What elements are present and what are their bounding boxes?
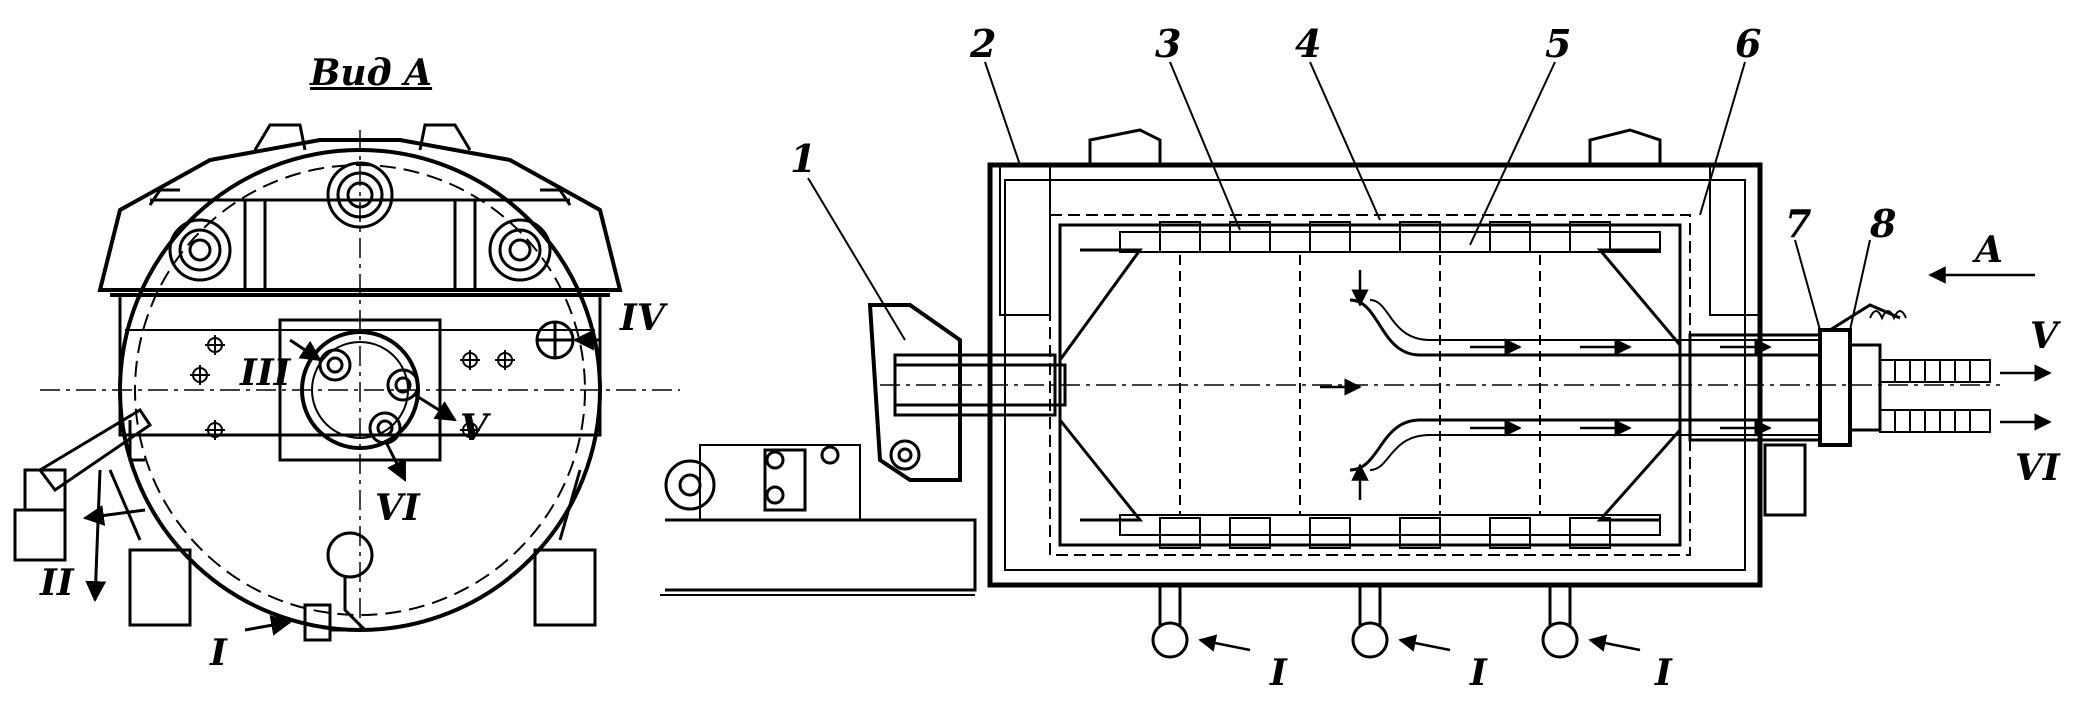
part-7: 7 — [1785, 201, 1812, 246]
label-I-section-3: I — [1655, 652, 1672, 694]
part-1: 1 — [790, 136, 817, 181]
label-V-end: V — [460, 407, 488, 449]
end-view-arrows — [82, 329, 600, 636]
port-III — [318, 348, 352, 382]
left-nozzle — [168, 218, 232, 282]
view-title: Вид A — [310, 52, 433, 94]
label-I-section-1: I — [1270, 652, 1287, 694]
section-view — [660, 128, 2000, 659]
inlet-nozzles — [1151, 585, 1579, 659]
leader-lines — [807, 61, 1871, 341]
right-nozzle — [488, 218, 552, 282]
section-flow-arrows — [1198, 266, 2052, 652]
port-VI — [368, 411, 402, 445]
port-V — [386, 368, 420, 402]
label-IV: IV — [620, 297, 665, 339]
part-5: 5 — [1545, 21, 1572, 66]
label-VI-end: VI — [375, 487, 420, 529]
label-VI-section: VI — [2015, 447, 2060, 489]
end-view — [13, 123, 680, 642]
label-I-section-2: I — [1470, 652, 1487, 694]
label-V-section: V — [2030, 315, 2058, 357]
part-6: 6 — [1735, 21, 1762, 66]
label-III: III — [240, 352, 291, 394]
port-IV — [535, 320, 575, 360]
part-4: 4 — [1295, 21, 1322, 66]
label-I-end: I — [210, 632, 227, 674]
view-arrow-A: A — [1975, 229, 2003, 271]
part-3: 3 — [1155, 21, 1182, 66]
label-II: II — [40, 562, 74, 604]
part-2: 2 — [970, 21, 997, 66]
part-8: 8 — [1870, 201, 1897, 246]
